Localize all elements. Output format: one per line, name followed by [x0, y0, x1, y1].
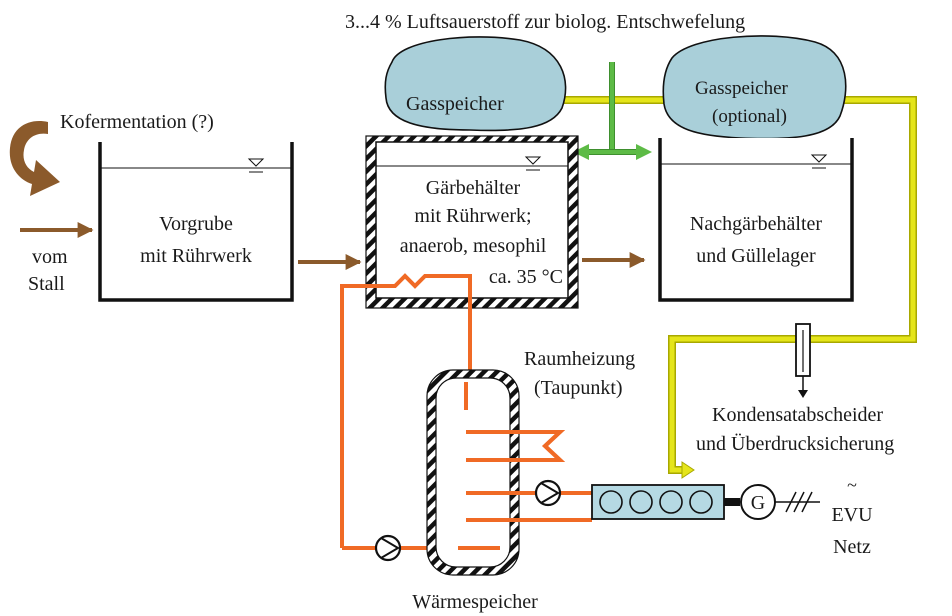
digester-label-2: mit Rührwerk; — [414, 205, 531, 227]
digester-label-1: Gärbehälter — [426, 177, 521, 199]
post-digester-label-2: und Güllelager — [696, 245, 816, 267]
kofermentation-label: Kofermentation (?) — [60, 111, 214, 133]
post-digester-label-1: Nachgärbehälter — [690, 213, 822, 235]
power-line — [775, 491, 820, 513]
vorgrube-label-2: mit Rührwerk — [140, 245, 252, 267]
water-level-icon — [810, 154, 828, 169]
ac-tilde: ~ — [847, 475, 857, 495]
vorgrube-tank: Vorgrube mit Rührwerk — [98, 142, 294, 302]
generator-label: G — [751, 492, 765, 514]
gas-pipes — [548, 96, 917, 479]
room-heating-label-2: (Taupunkt) — [534, 377, 623, 399]
shaft — [724, 498, 740, 506]
room-heating-label-1: Raumheizung — [524, 348, 635, 370]
heat-storage-pipes — [458, 382, 592, 550]
curved-arrow-icon — [9, 121, 60, 196]
netz-label: Netz — [833, 536, 871, 558]
water-level-icon — [247, 158, 265, 173]
gas-storage-1: Gasspeicher — [384, 36, 567, 132]
pump-icon — [374, 534, 402, 562]
air-injection — [573, 62, 652, 160]
stall-label: Stall — [28, 273, 65, 295]
generator-icon: G — [740, 484, 776, 520]
water-level-icon — [524, 156, 542, 171]
digester-label-3: anaerob, mesophil — [400, 235, 547, 257]
gas-storage-2-optional: (optional) — [712, 106, 787, 127]
condensate-trap-icon — [795, 323, 811, 398]
pump-icon — [534, 479, 562, 507]
digester-label-4: ca. 35 °C — [489, 266, 563, 288]
heat-storage-tank — [426, 369, 520, 576]
condensate-label-2: und Überdrucksicherung — [696, 432, 894, 455]
top-note: 3...4 % Luftsauerstoff zur biolog. Entsc… — [345, 11, 745, 33]
heat-storage-label: Wärmespeicher — [412, 591, 538, 613]
vorgrube-label-1: Vorgrube — [159, 213, 233, 235]
vom-label: vom — [32, 246, 68, 268]
gas-storage-2-label: Gasspeicher — [695, 78, 789, 99]
post-digester-tank: Nachgärbehälter und Güllelager — [658, 138, 854, 302]
evu-label: EVU — [831, 504, 873, 526]
gas-storage-1-label: Gasspeicher — [406, 93, 504, 115]
condensate-label-1: Kondensatabscheider — [712, 404, 883, 426]
gas-storage-2: Gasspeicher (optional) — [662, 35, 847, 140]
engine-block — [591, 484, 725, 520]
